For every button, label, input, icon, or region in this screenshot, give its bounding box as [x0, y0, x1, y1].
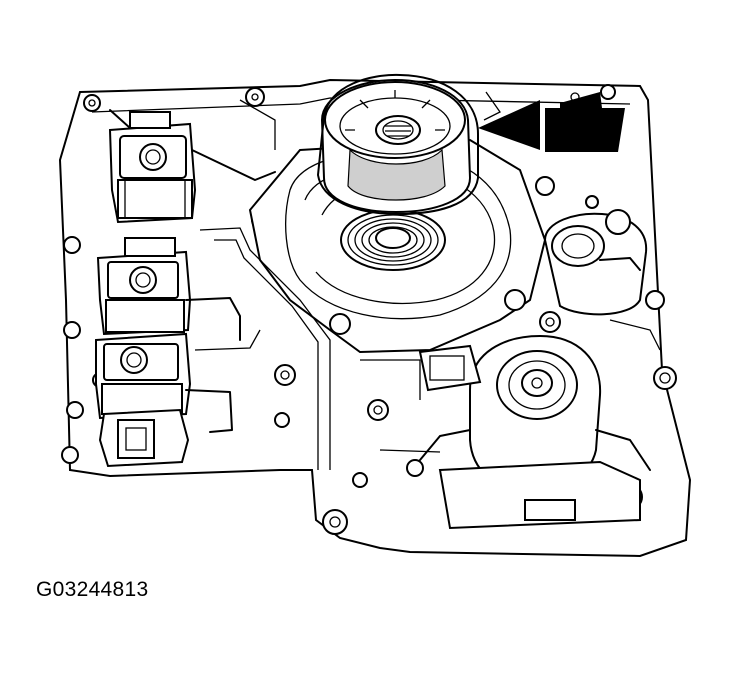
- valve-body-diagram: [58, 73, 692, 558]
- plate-channels: [194, 91, 661, 470]
- solenoid-lower-left: [95, 332, 233, 468]
- callout-circle: [317, 73, 479, 215]
- solenoid-middle-left: [96, 237, 241, 341]
- highlighted-gear: [320, 78, 472, 214]
- solenoid-right-upper: [543, 209, 648, 316]
- bearing-spiral: [340, 209, 446, 271]
- solenoid-right-lower: [418, 334, 651, 530]
- arrow-indicator: [478, 92, 625, 152]
- figure-code: G03244813: [36, 578, 149, 601]
- solenoid-top-left: [108, 109, 276, 224]
